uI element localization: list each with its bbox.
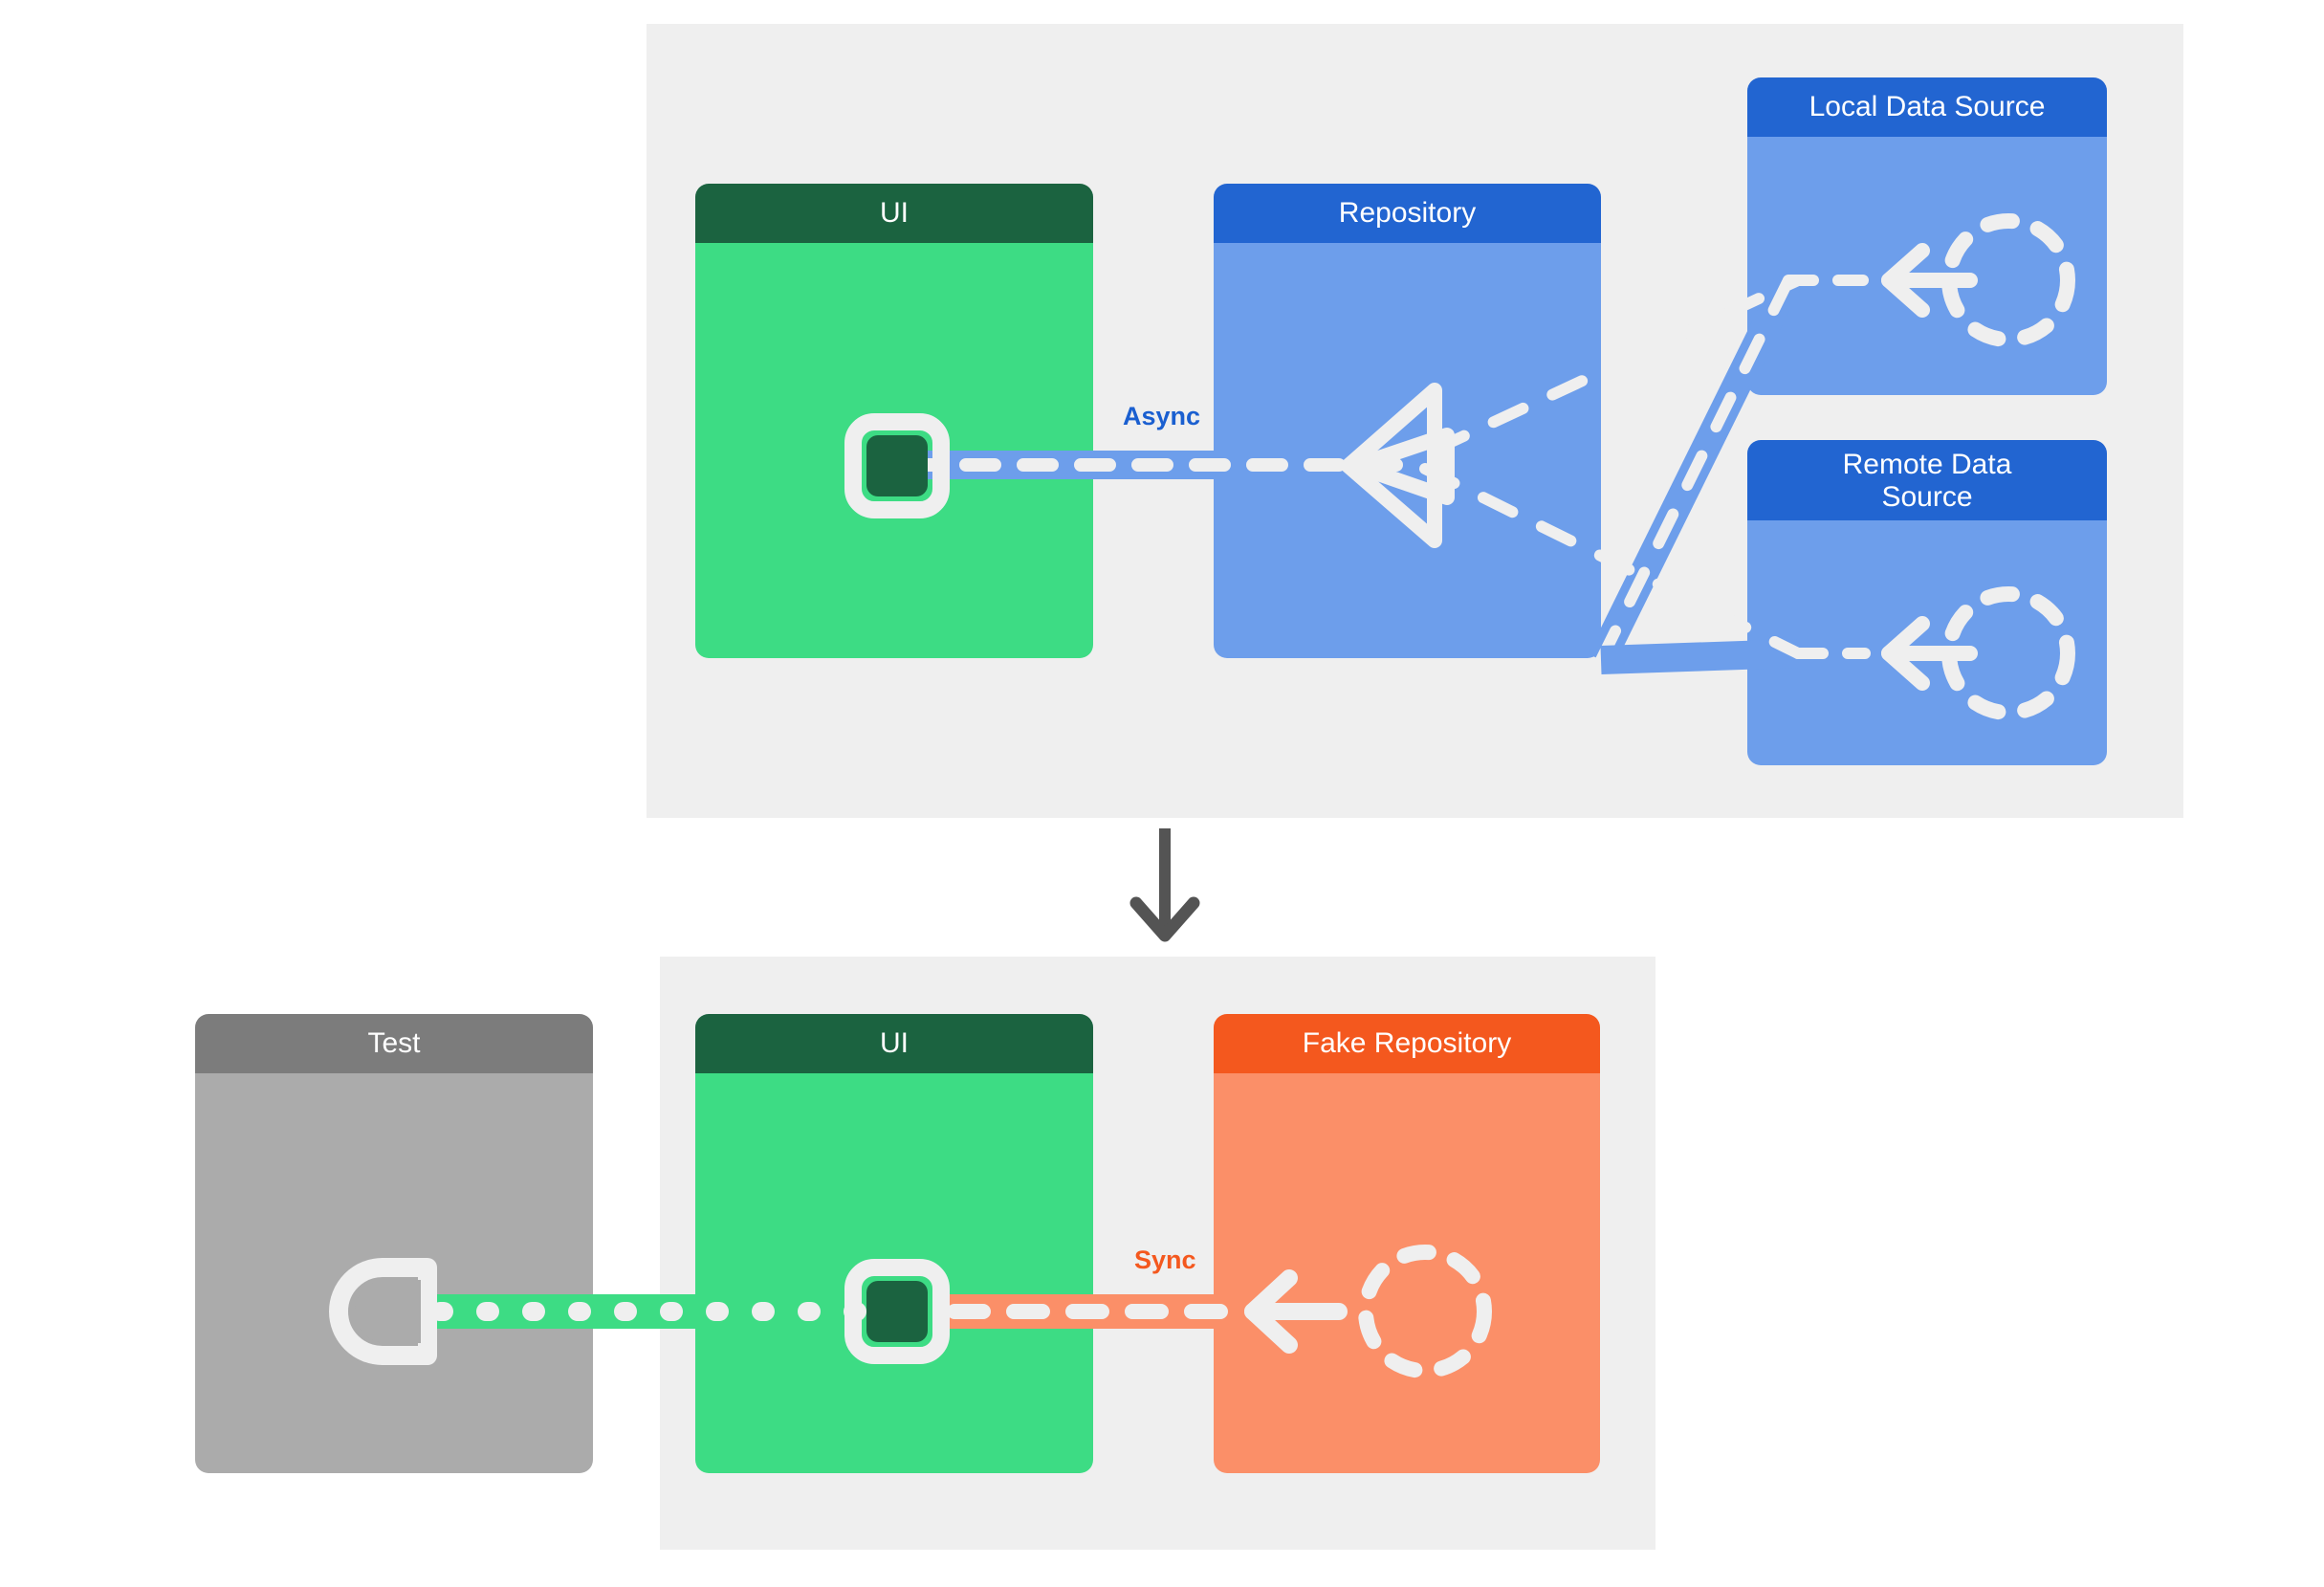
node-ui-production-title: UI [695,184,1093,243]
node-ui-test[interactable]: UI [695,1014,1093,1473]
node-ui-test-title: UI [695,1014,1093,1073]
flow-arrow-down [1129,828,1200,942]
wire-label-sync: Sync [1129,1244,1202,1277]
node-local-data-source-title: Local Data Source [1747,77,2107,137]
arrow-down-icon [1129,828,1200,942]
node-remote-data-source-body [1747,520,2107,765]
node-remote-data-source-title: Remote Data Source [1747,440,2107,520]
node-remote-data-source[interactable]: Remote Data Source [1747,440,2107,765]
node-repository-title: Repository [1214,184,1601,243]
node-repository[interactable]: Repository [1214,184,1601,658]
node-test-body [195,1073,593,1473]
node-repository-body [1214,243,1601,658]
node-test-title: Test [195,1014,593,1073]
wire-label-async: Async [1117,400,1207,433]
node-ui-production[interactable]: UI [695,184,1093,658]
node-fake-repository[interactable]: Fake Repository [1214,1014,1600,1473]
node-ui-test-body [695,1073,1093,1473]
node-local-data-source[interactable]: Local Data Source [1747,77,2107,395]
node-fake-repository-title: Fake Repository [1214,1014,1600,1073]
node-local-data-source-body [1747,137,2107,395]
node-ui-production-body [695,243,1093,658]
node-test[interactable]: Test [195,1014,593,1473]
node-fake-repository-body [1214,1073,1600,1473]
